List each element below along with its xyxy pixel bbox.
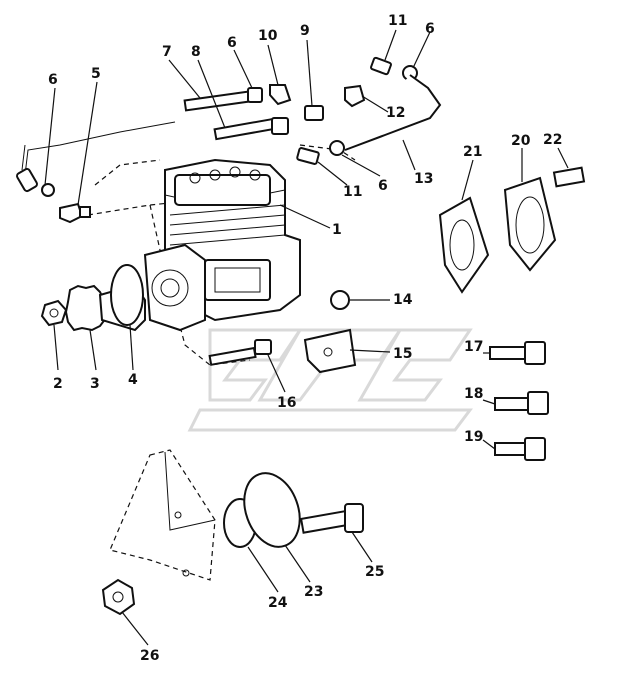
compressor-body [143, 158, 301, 332]
callout-17: 17 [464, 339, 483, 355]
gasket-part-21 [438, 196, 490, 294]
clamp-part-6-mid [329, 140, 345, 156]
callout-2: 2 [53, 376, 63, 392]
callout-5: 5 [91, 66, 101, 82]
callout-19: 19 [464, 429, 483, 445]
pipe-part-8 [213, 117, 289, 141]
callout-labels: 1 2 3 4 5 6 7 8 6 10 9 11 6 12 13 11 6 2… [48, 13, 562, 664]
bolt-part-17 [489, 341, 546, 365]
fitting-part-6-top [247, 87, 263, 103]
elbow-fitting-part-10 [269, 84, 292, 106]
callout-11-top: 11 [388, 13, 407, 29]
nut-part-2 [40, 299, 68, 327]
callout-25: 25 [365, 564, 384, 580]
callout-13: 13 [414, 171, 433, 187]
callout-3: 3 [90, 376, 100, 392]
callout-16: 16 [277, 395, 296, 411]
leader-lines [44, 29, 569, 646]
callout-9: 9 [300, 23, 310, 39]
callout-20: 20 [511, 133, 531, 149]
stud-part-16 [208, 339, 272, 366]
callout-4: 4 [128, 372, 138, 388]
bolt-part-25 [299, 503, 364, 534]
nut-part-26 [101, 578, 136, 616]
callout-23: 23 [304, 584, 323, 600]
callout-21: 21 [463, 144, 482, 160]
connector-part-11-mid [296, 147, 320, 165]
callout-7: 7 [162, 44, 172, 60]
callout-18: 18 [464, 386, 483, 402]
callout-24: 24 [268, 595, 288, 611]
callout-6-right: 6 [425, 21, 435, 37]
callout-10: 10 [258, 28, 278, 44]
connector-part-9 [304, 105, 324, 121]
bolt-part-18 [494, 391, 549, 415]
bolt-part-22 [552, 166, 586, 188]
elbow-fitting-part-5 [59, 202, 91, 224]
hose-part-13 [344, 74, 442, 151]
plug-part-14 [330, 290, 350, 310]
callout-6-top: 6 [227, 35, 237, 51]
callout-22: 22 [543, 132, 562, 148]
callout-6-mid: 6 [378, 178, 388, 194]
bolt-part-19 [494, 437, 546, 461]
flange-part-20 [503, 176, 557, 272]
connector-part-11-top [370, 56, 392, 76]
callout-15: 15 [393, 346, 412, 362]
callout-26: 26 [140, 648, 159, 664]
o-ring-part-4 [110, 264, 144, 326]
callout-11-mid: 11 [343, 184, 362, 200]
mounting-plate [109, 449, 216, 581]
hose-end-part-6-left [16, 167, 55, 197]
callout-1: 1 [332, 222, 342, 238]
bracket-part-15 [303, 328, 357, 374]
callout-6-left: 6 [48, 72, 58, 88]
elbow-fitting-part-12 [344, 84, 366, 108]
callout-14: 14 [393, 292, 413, 308]
callout-8: 8 [191, 44, 201, 60]
watermark-logo [187, 328, 473, 432]
callout-12: 12 [386, 105, 405, 121]
